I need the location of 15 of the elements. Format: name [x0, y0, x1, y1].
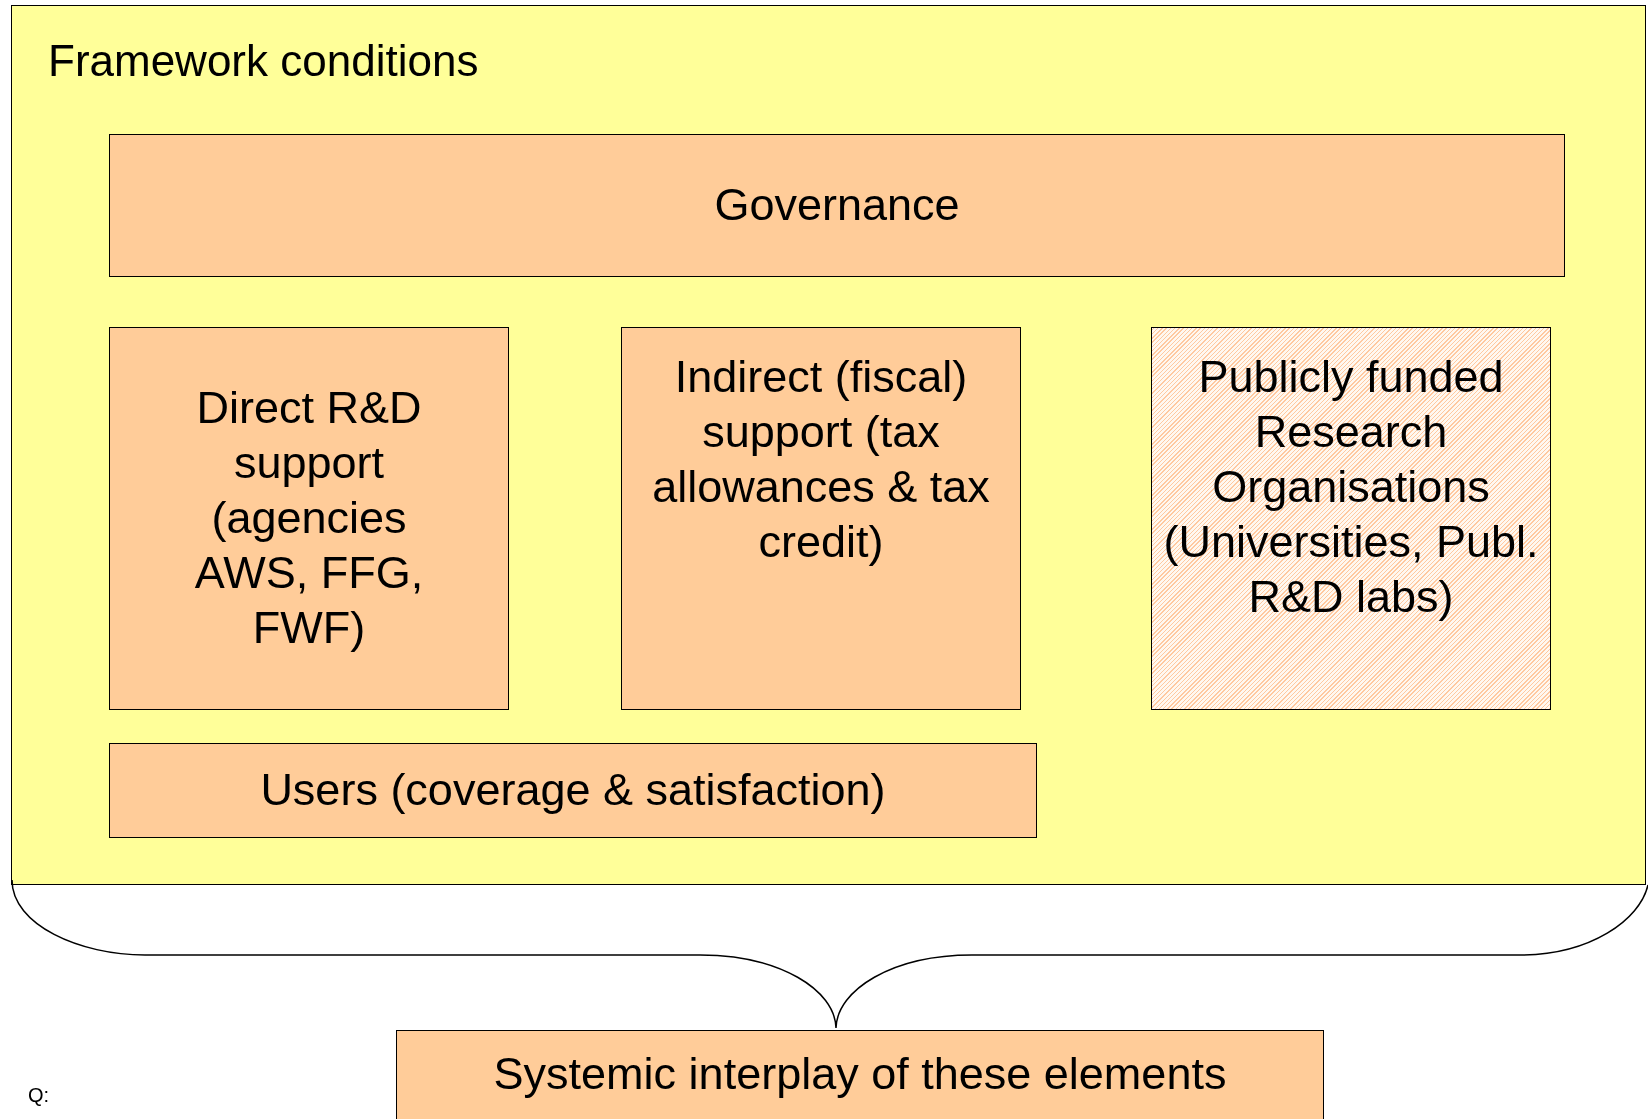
note-label: Q: — [28, 1084, 50, 1107]
element-box — [621, 327, 1021, 710]
box-label: Users (coverage & satisfaction) — [260, 763, 886, 818]
result-box — [396, 1030, 1324, 1119]
box-label: Direct R&D support (agencies AWS, FFG, FWF) — [193, 381, 425, 655]
panel-title: Framework conditions — [48, 36, 479, 86]
element-box — [109, 327, 509, 710]
framework-panel — [11, 5, 1646, 885]
box-label: Indirect (fiscal) support (tax allowances & tax credit) — [651, 350, 991, 569]
element-box — [1151, 327, 1551, 710]
box-label: Systemic interplay of these elements — [493, 1047, 1227, 1101]
box-label: Governance — [714, 178, 960, 233]
element-box — [109, 743, 1037, 838]
element-box — [109, 134, 1565, 277]
box-label: Publicly funded Research Organisations (Universities, Publ. R&D labs) — [1162, 350, 1540, 624]
